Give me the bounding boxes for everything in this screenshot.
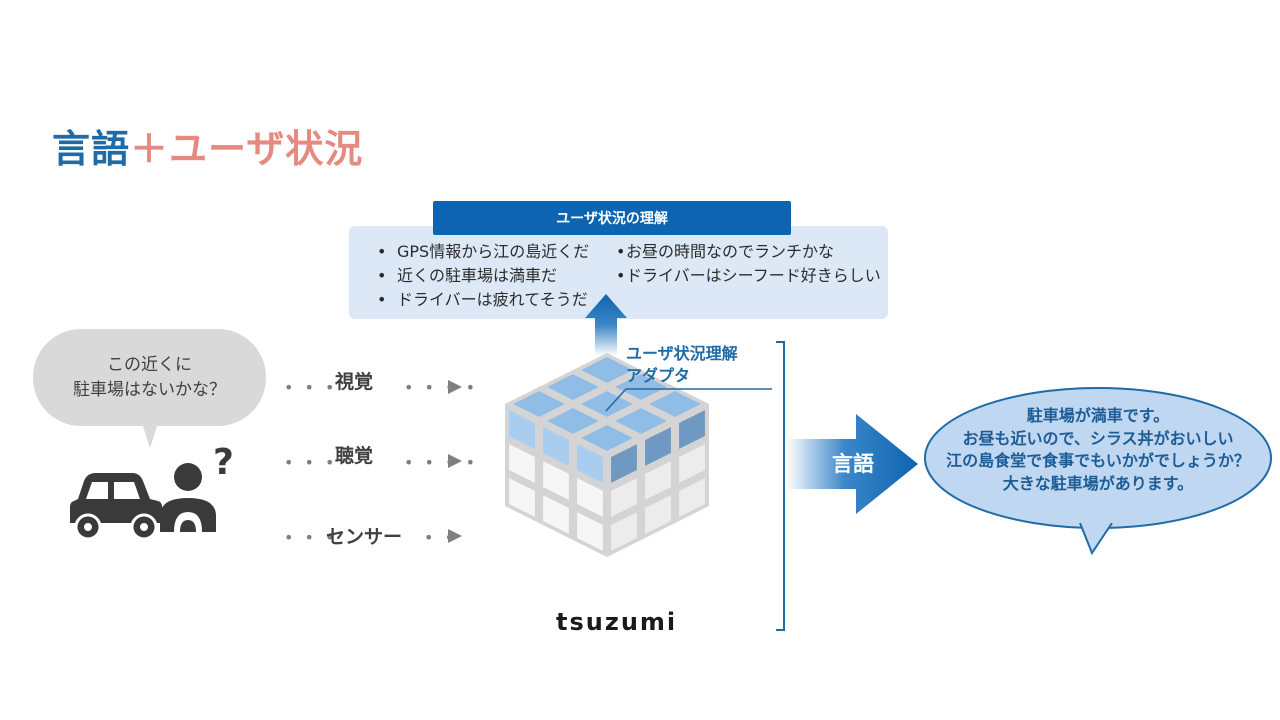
response-line2: お昼も近いので、シラス丼がおいしい [962,428,1234,448]
cube-top-cell [581,425,633,451]
cube-right-cell [679,410,705,449]
dots-left: • • • [284,378,338,397]
cube-left-cell [543,461,569,500]
cube-left-cell [577,478,603,517]
response-speech-bubble [924,387,1272,556]
dots-left: • • • [284,453,338,472]
understanding-item: GPS情報から江の島近くだ [377,240,589,264]
sense-vision: 視覚 [335,371,374,393]
language-arrow-icon [786,414,918,514]
cube-icon [505,353,709,557]
cube-right-cell [611,444,637,483]
person-question-icon: ? [160,442,234,532]
dots-left: • • • [284,528,338,547]
cube-right-cell [645,461,671,500]
bubble-tail [141,420,159,448]
cube-right-cell [679,444,705,483]
user-question-line1: この近くに [107,354,192,375]
understanding-item: ドライバーはシーフード好きらしい [616,264,881,288]
user-speech-bubble: この近くに 駐車場はないかな？ [33,329,266,426]
cube-right-cell [679,478,705,517]
understanding-item: 近くの駐車場は満車だ [377,264,589,288]
model-name: tsuzumi [556,608,678,636]
arrow-right-icon [448,529,462,543]
arrow-right-icon [448,380,462,394]
understanding-right-list: お昼の時間なのでランチかな ドライバーはシーフード好きらしい [616,240,881,288]
cube-top-cell [513,391,565,417]
bracket [776,341,785,631]
title-plus: ＋ [130,127,170,171]
svg-text:?: ? [213,442,234,483]
page-title: 言語＋ユーザ状況 [52,118,363,173]
adapter-label: ユーザ状況理解 アダプタ [626,343,738,387]
cube-right-cell [645,495,671,534]
cube-right-cell [611,512,637,551]
cube-left-cell [543,495,569,534]
understanding-item: お昼の時間なのでランチかな [616,240,881,264]
cube-top-cell [581,357,633,383]
understanding-left-list: GPS情報から江の島近くだ 近くの駐車場は満車だ ドライバーは疲れてそうだ [377,240,589,312]
cube-top-cell [649,391,701,417]
adapter-label-line2: アダプタ [626,366,691,385]
cube-right-cell [611,478,637,517]
car-icon [70,473,162,539]
adapter-label-line1: ユーザ状況理解 [626,344,738,363]
dots-right: • • • • [404,453,479,472]
understanding-header: ユーザ状況の理解 [433,201,791,235]
response-line1: 駐車場が満車です。 [1026,406,1170,425]
dots-right: • • • • [404,378,479,397]
response-text: 駐車場が満車です。 お昼も近いので、シラス丼がおいしい 江の島食堂で食事でもいか… [926,405,1270,495]
cube-top-cell [615,374,667,400]
sense-sensor: センサー [326,526,403,548]
title-user-situation: ユーザ状況 [169,127,364,171]
cube-left-cell [577,512,603,551]
cube-top-cell [581,391,633,417]
cube-left-cell [543,427,569,466]
cube-left-cell [509,410,535,449]
cube-left-cell [509,444,535,483]
up-arrow-icon [585,294,627,356]
user-question-line2: 駐車場はないかな？ [73,379,226,400]
cube-left-cell [509,478,535,517]
cube-right-cell [645,427,671,466]
dots-right: • • [424,528,457,547]
cube-left-cell [577,444,603,483]
cube-top-cell [547,408,599,434]
understanding-item: ドライバーは疲れてそうだ [377,288,589,312]
response-line4: 大きな駐車場があります。 [1002,473,1194,493]
arrow-right-icon [448,454,462,468]
sense-hearing: 聴覚 [335,445,374,467]
title-language: 言語 [52,127,131,171]
language-label: 言語 [832,452,874,476]
cube-top-cell [615,408,667,434]
response-line3: 江の島食堂で食事でもいかがでしょうか？ [946,451,1250,470]
adapter-pointer-line [605,388,772,412]
